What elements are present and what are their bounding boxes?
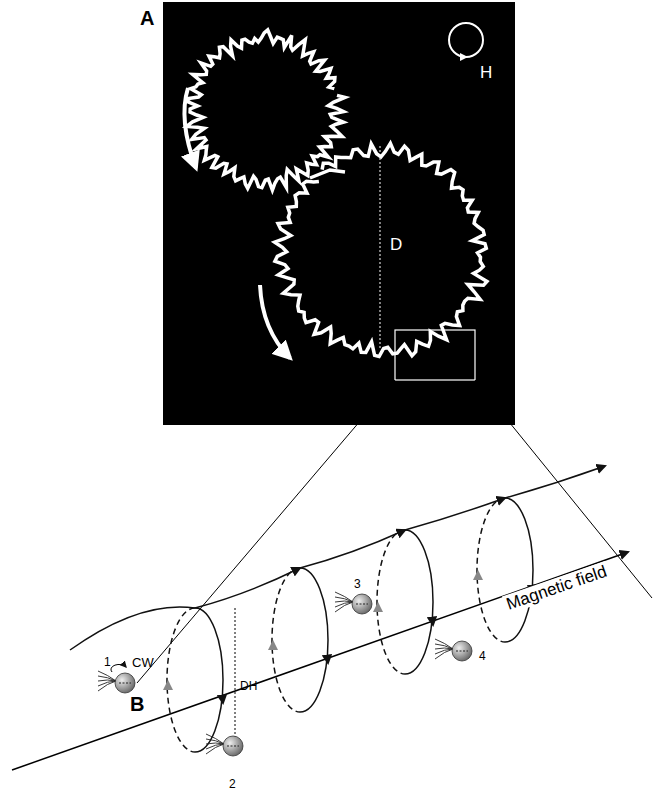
- bacterium: [98, 671, 135, 693]
- flagellum: [98, 681, 116, 691]
- helical-path: [70, 466, 605, 752]
- flagellum: [98, 676, 116, 681]
- field-rotation: [449, 23, 483, 57]
- callout-number: 1: [104, 656, 111, 668]
- helix-top: [195, 568, 300, 608]
- rotation-label: CW: [132, 656, 154, 669]
- magnetosome-chain: [356, 604, 368, 605]
- flagellum: [335, 602, 353, 612]
- cell-body: [452, 641, 472, 661]
- flagellum: [335, 597, 353, 602]
- helix-arrow: [432, 617, 433, 625]
- helix-front: [405, 530, 433, 674]
- flagellum: [98, 671, 116, 681]
- leader-line: [475, 380, 652, 598]
- flagellum: [206, 744, 224, 754]
- helix-front: [195, 608, 223, 752]
- helix-arrow: [377, 604, 379, 612]
- flagellum: [435, 649, 453, 659]
- field-axis: [12, 552, 628, 770]
- bacterium: [335, 592, 372, 614]
- flagellum: [206, 739, 224, 744]
- helix-back: [377, 530, 405, 674]
- helix-diameter: [235, 608, 236, 745]
- bacterium: [435, 639, 472, 661]
- helix-arrow: [222, 695, 223, 703]
- callout-number: 2: [229, 778, 236, 790]
- trail: [310, 170, 345, 178]
- helix-arrow: [167, 682, 169, 690]
- magnetosome-chain: [119, 683, 131, 684]
- dimension-label: D: [390, 236, 402, 253]
- panel-letter: B: [130, 694, 144, 714]
- callout-number: 3: [354, 578, 361, 590]
- zoom-box: [395, 330, 475, 380]
- leader-line: [137, 380, 395, 683]
- direction-arrow: [184, 88, 196, 168]
- cell-body: [115, 673, 135, 693]
- flagellum: [435, 639, 453, 649]
- flagellum: [435, 644, 453, 649]
- magnetosome-chain: [456, 651, 468, 652]
- helix-top: [405, 498, 505, 530]
- helix-back: [272, 568, 300, 712]
- flagellum: [206, 734, 224, 744]
- diameter-line: [380, 146, 381, 350]
- helix-arrow: [272, 642, 274, 650]
- helix-front: [505, 498, 533, 642]
- callout-number: 4: [479, 650, 486, 662]
- helix-front: [300, 568, 328, 712]
- helix-back: [477, 498, 505, 642]
- trail: [275, 143, 487, 356]
- axis-label: Magnetic field: [502, 561, 611, 614]
- bacteria: [98, 592, 472, 756]
- helix-top: [505, 466, 605, 498]
- helix-arrow: [327, 655, 328, 663]
- helix-top: [70, 607, 195, 650]
- flagellum: [335, 592, 353, 602]
- micrograph: [163, 2, 515, 425]
- swimming-trails: [187, 30, 488, 357]
- field-symbol: H: [480, 64, 492, 81]
- rotation-arrow: [111, 664, 126, 672]
- cell-body: [352, 594, 372, 614]
- helix-back: [167, 608, 195, 752]
- dimension-label: DH: [240, 680, 257, 692]
- cell-body: [223, 736, 243, 756]
- bacterium: [206, 734, 243, 756]
- helix-top: [300, 530, 405, 568]
- panel-letter: A: [140, 8, 154, 28]
- magnetosome-chain: [227, 746, 239, 747]
- direction-arrow: [260, 285, 290, 358]
- helix-arrow: [477, 572, 479, 580]
